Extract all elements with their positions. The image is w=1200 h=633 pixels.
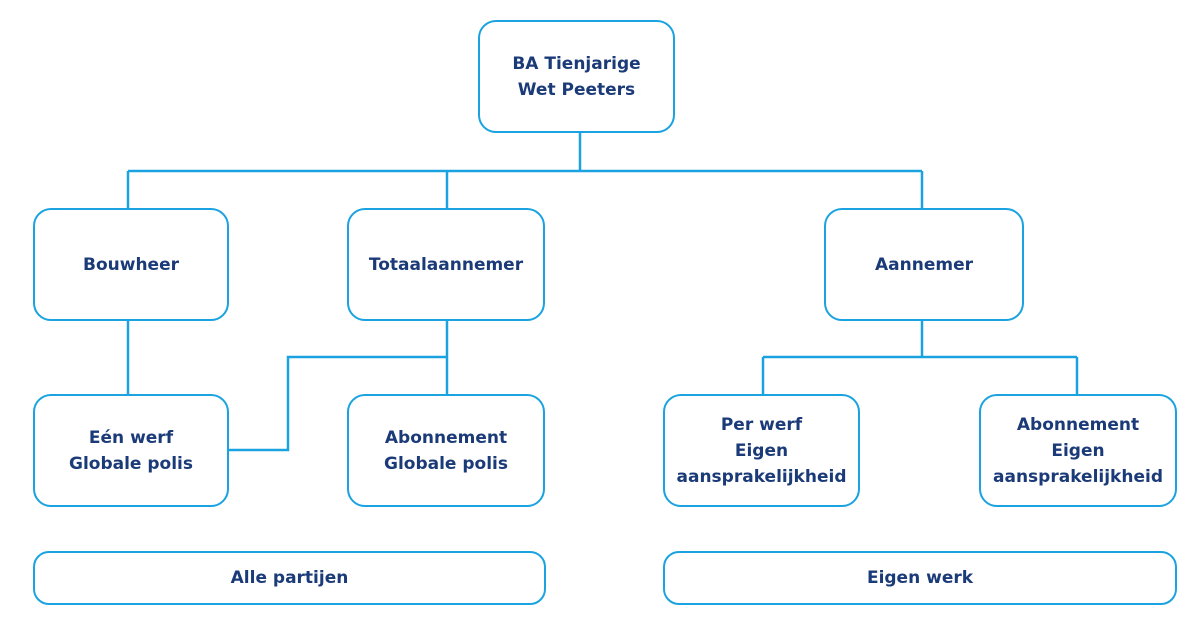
node-aannemer-label: Aannemer [875, 254, 973, 275]
node-abonnement-eigen-label: Abonnement Eigen aansprakelijkheid [993, 414, 1163, 487]
root-node-label: BA Tienjarige Wet Peeters [512, 53, 641, 100]
node-bouwheer-label: Bouwheer [83, 254, 179, 275]
node-een-werf-globale-polis: Eén werf Globale polis [33, 394, 229, 507]
node-totaalaannemer: Totaalaannemer [347, 208, 545, 321]
node-een-werf-label: Eén werf Globale polis [69, 427, 193, 474]
group-alle-partijen-label: Alle partijen [230, 568, 349, 588]
group-eigen-werk-label: Eigen werk [866, 568, 974, 588]
connector-totaalaannemer-to-een-werf [229, 355, 447, 452]
root-node-ba-tienjarige: BA Tienjarige Wet Peeters [478, 20, 675, 133]
node-aannemer: Aannemer [824, 208, 1024, 321]
node-per-werf-eigen-aansprakelijkheid: Per werf Eigen aansprakelijkheid [663, 394, 860, 507]
node-totaalaannemer-label: Totaalaannemer [368, 254, 524, 275]
node-abonnement-globale-polis: Abonnement Globale polis [347, 394, 545, 507]
node-bouwheer: Bouwheer [33, 208, 229, 321]
node-abonnement-eigen-aansprakelijkheid: Abonnement Eigen aansprakelijkheid [979, 394, 1177, 507]
node-abonnement-globale-label: Abonnement Globale polis [384, 427, 508, 474]
group-bar-alle-partijen: Alle partijen [33, 551, 546, 605]
node-per-werf-label: Per werf Eigen aansprakelijkheid [676, 414, 847, 487]
group-bar-eigen-werk: Eigen werk [663, 551, 1177, 605]
